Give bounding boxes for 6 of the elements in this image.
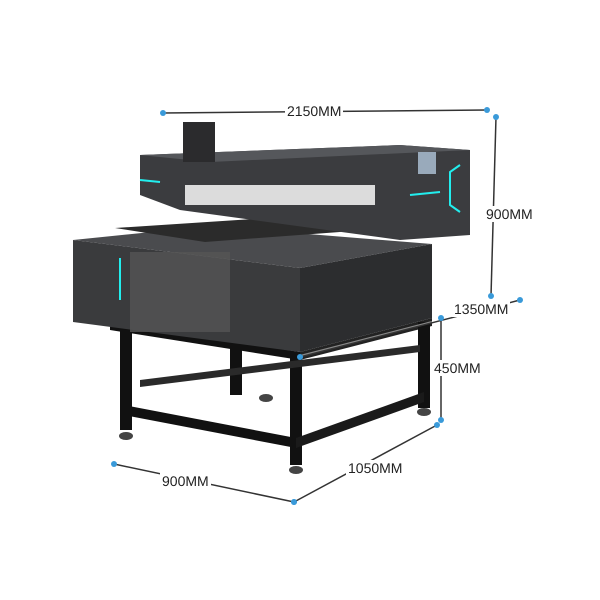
dimension-label: 1350MM <box>452 301 510 317</box>
dimension-label: 1050MM <box>346 460 404 476</box>
dimension-label: 900MM <box>484 206 535 222</box>
dimension-label: 450MM <box>432 360 483 376</box>
dimension-label: 2150MM <box>285 103 344 119</box>
dimension-label: 900MM <box>160 473 211 489</box>
